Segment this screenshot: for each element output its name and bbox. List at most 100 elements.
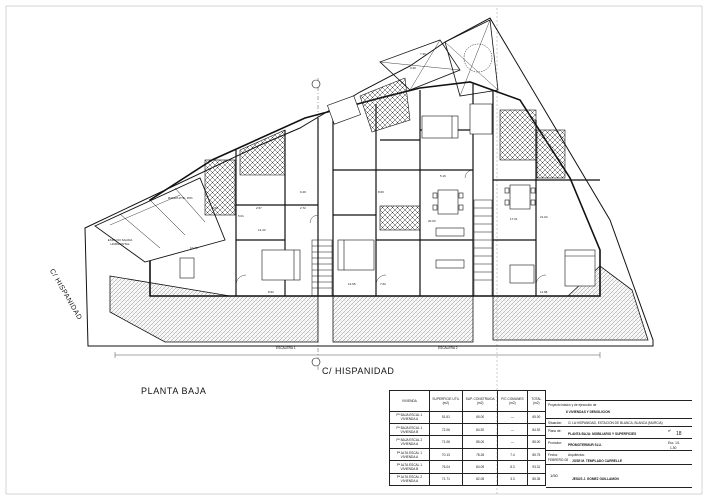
architect-name: JOSE M. TEMPLADO CARRELLE: [572, 459, 622, 463]
sheet-border: [5, 5, 703, 495]
room-label-garage: RAMPA PTE. 15%: [168, 196, 193, 200]
area-label: 20.03: [428, 219, 436, 223]
tiled-bath-3: [379, 205, 421, 231]
title-block-row: Promotor: PROMOTERMUR SLU. Esc. 1/1 1-50: [546, 438, 692, 451]
table-row: Pª BAJA ESCAL 1 VIVIENDA B 72.06 84.92 —…: [389, 423, 547, 437]
sofa: [435, 227, 535, 284]
stair-2: [473, 199, 493, 297]
table-row: Pª ALTA ESCAL 1 VIVIENDA B 76.04 84.09 8…: [389, 460, 547, 474]
tiled-bath-5: [536, 129, 566, 179]
date-value: FEBRERO-08: [548, 458, 569, 462]
table-cell: 3.3: [497, 472, 528, 487]
date-label: Fecha:: [548, 453, 558, 457]
dining-table: [432, 189, 464, 215]
table-cell: Pª BAJA ESCAL 2 VIVIENDA A: [389, 435, 430, 449]
table-header-row: VIVIENDA SUPERFICIE UTIL (m2) SUP. CONST…: [389, 390, 547, 412]
tiled-bath-4: [499, 109, 537, 161]
tiled-bath-1: [204, 159, 236, 216]
tree-symbol: [463, 43, 493, 73]
area-label: 11.98: [540, 290, 548, 294]
patio-top-left: [379, 39, 461, 91]
architect-name: JESUS J. GOMEZ GUILLAMON: [572, 477, 619, 481]
bed: [261, 249, 301, 281]
area-label: 2.72: [300, 206, 306, 210]
table-cell: —: [497, 423, 528, 437]
table-cell: 85.00: [462, 435, 499, 449]
surface-schedule-table: VIVIENDA SUPERFICIE UTIL (m2) SUP. CONST…: [389, 390, 547, 487]
area-label: 5.16: [440, 174, 446, 178]
table-cell: 71.71: [428, 472, 464, 487]
table-cell: 76.04: [428, 460, 464, 474]
plan-label: Plano de:: [548, 429, 562, 433]
table-header: P/C COMUNES (m2): [497, 390, 528, 412]
table-cell: 85.75: [526, 447, 547, 462]
bed: [421, 115, 459, 139]
stair-label-1: ESCALERA 1: [276, 346, 296, 350]
title-block-row: Fecha: FEBRERO-08 Arquitectos: JOSE M. T…: [546, 450, 692, 465]
stair-1: [311, 239, 333, 297]
architects-label: Arquitectos:: [568, 453, 585, 457]
table-header: VIVIENDA: [389, 390, 430, 412]
table-row: Pª BAJA ESCAL 2 VIVIENDA A 71.06 85.00 —…: [389, 435, 547, 449]
paving-left: [109, 275, 319, 343]
area-label: 8.92: [268, 290, 274, 294]
building-outline: [149, 81, 601, 297]
area-label: 17.01: [510, 217, 518, 221]
area-label: 21.04: [540, 215, 548, 219]
area-label: 12.95: [348, 282, 356, 286]
dining-table: [504, 184, 536, 210]
table-cell: 70.13: [428, 447, 464, 462]
stair-label-2: ESCALERA 2: [438, 346, 458, 350]
table-cell: —: [497, 410, 528, 425]
title-block-row: Situación: C/ LA HISPANIDAD, ESTACION DE…: [546, 418, 692, 427]
area-label: 7.62: [380, 282, 386, 286]
table-cell: Pª ALTA ESCAL 1 VIVIENDA A: [389, 447, 430, 462]
section-marker: [311, 79, 321, 367]
table-cell: Pª ALTA ESCAL 1 VIVIENDA B: [389, 460, 430, 474]
table-cell: 85.00: [526, 435, 547, 449]
area-label: 3.20: [410, 66, 416, 70]
table-row: Pª BAJA ESCAL 1 VIVIENDA A 51.61 65.00 —…: [389, 410, 547, 425]
table-cell: —: [497, 435, 528, 449]
table-cell: Pª BAJA ESCAL 1 VIVIENDA B: [389, 423, 430, 437]
table-row: Pª ALTA ESCAL 1 VIVIENDA A 70.13 78.26 7…: [389, 447, 547, 462]
bed: [327, 95, 361, 125]
title-block: Proyecto básico y de ejecución de 6 VIVI…: [546, 400, 692, 488]
street-label-main: C/ HISPANIDAD: [322, 366, 395, 376]
table-cell: 85.35: [526, 472, 547, 487]
table-cell: 84.92: [462, 423, 499, 437]
table-cell: 84.92: [526, 423, 547, 437]
bed: [469, 103, 493, 135]
scale-label: Esc. 1/1: [668, 441, 680, 445]
plot-boundary: [84, 17, 654, 347]
table-row: Pª ALTA ESCAL 2 VIVIENDA A 71.71 82.05 3…: [389, 472, 547, 487]
bed: [337, 239, 375, 271]
table-cell: 8.3: [497, 460, 528, 474]
area-label: 5.01: [238, 214, 244, 218]
tiled-bath-2: [359, 77, 411, 133]
title-block-row: Plano de: PLANTA BAJA: MOBILIARIO Y SUPE…: [546, 426, 692, 439]
tiled-kitchen-1: [239, 129, 286, 176]
dimension-lines: [114, 78, 601, 372]
title-block-row: Proyecto básico y de ejecución de 6 VIVI…: [546, 400, 692, 419]
area-label: 7.36: [420, 52, 426, 56]
area-label: 10.76: [190, 246, 198, 250]
title-block-row: 1/50 JESUS J. GOMEZ GUILLAMON: [546, 464, 692, 488]
door-swings: [235, 169, 547, 286]
plan-number-label: nº: [668, 429, 671, 433]
table-cell: 65.00: [526, 410, 547, 425]
table-cell: Pª ALTA ESCAL 2 VIVIENDA A: [389, 472, 430, 487]
area-label: 9.49: [300, 190, 306, 194]
area-label: 12.43: [258, 228, 266, 232]
dining-table: [179, 257, 195, 279]
table-cell: Pª BAJA ESCAL 1 VIVIENDA A: [389, 410, 430, 425]
promoter-label: Promotor:: [548, 441, 562, 445]
table-cell: 72.06: [428, 423, 464, 437]
table-cell: 51.61: [428, 410, 464, 425]
plan-name: PLANTA BAJA: MOBILIARIO Y SUPERFICIES: [568, 432, 637, 436]
table-cell: 93.31: [526, 460, 547, 474]
table-header: SUPERFICIE UTIL (m2): [428, 390, 464, 412]
room-label-exit: ESPACIO SALIDA HORIZONTAL: [107, 238, 133, 246]
table-header: TOTAL (m2): [526, 390, 547, 412]
